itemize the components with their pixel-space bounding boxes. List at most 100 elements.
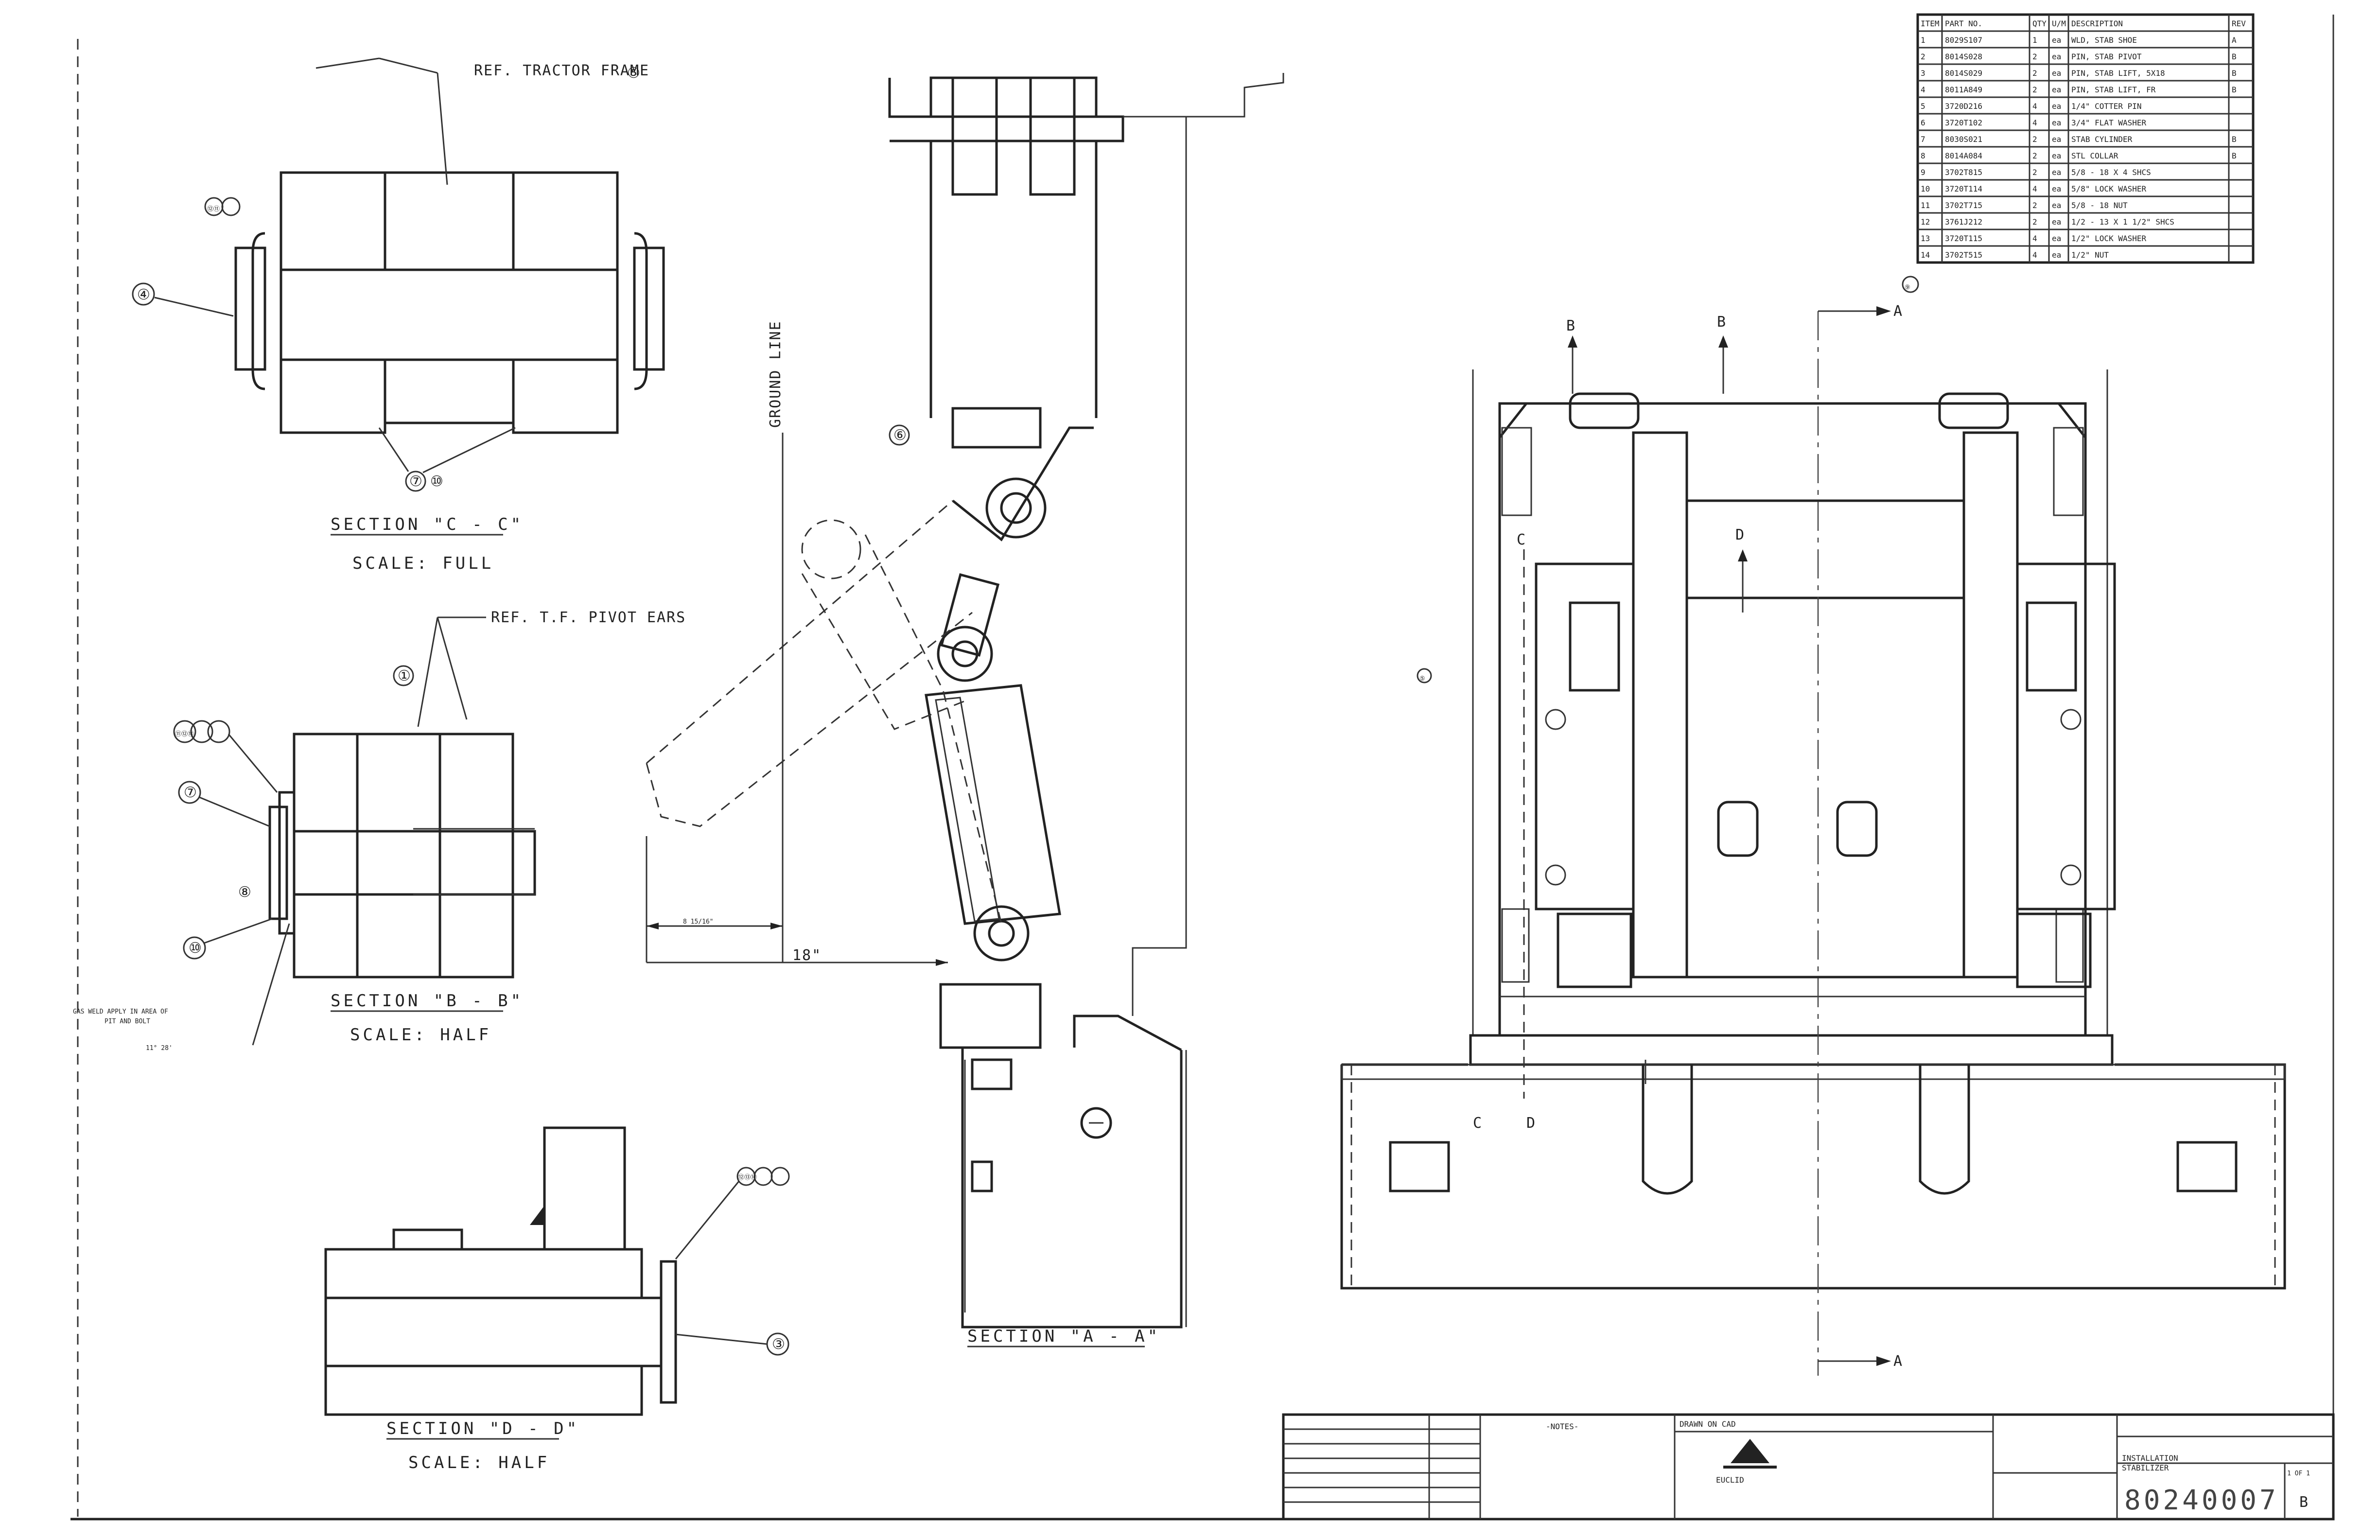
company-name: EUCLID <box>1716 1475 1744 1485</box>
drawing-number: 80240007 <box>2124 1485 2279 1516</box>
parts-list-cell: B <box>2232 85 2237 94</box>
section-a-a: GROUND LINE 8 15/16" 18" ⑥ SECTION "A - … <box>646 73 1284 1348</box>
parts-list-cell: 3/4" FLAT WASHER <box>2071 118 2146 127</box>
section-c-c: REF. TRACTOR FRAME ⑤ ⑫⑪ ④ ⑦ ⑩ SECTION "C… <box>132 57 665 573</box>
parts-list-cell: 3702T715 <box>1945 201 1982 210</box>
dim-8-15-16: 8 15/16" <box>683 918 714 926</box>
parts-list-cell: 4 <box>1921 85 1925 94</box>
section-d-scale: SCALE: HALF <box>408 1453 550 1472</box>
section-b-angle-dim: 11° 28' <box>146 1045 173 1052</box>
parts-list-cell: 1 <box>2032 35 2037 45</box>
section-c-callout-7: ⑦ <box>409 473 423 490</box>
parts-list-cell: ea <box>2052 102 2061 111</box>
parts-list-cell: 3 <box>1921 69 1925 78</box>
parts-list-cell: 2 <box>2032 151 2037 160</box>
drawn-on-cad-label: DRAWN ON CAD <box>1680 1419 1736 1429</box>
plan-marker-b-1: B <box>1566 317 1576 334</box>
parts-list-cell: 5/8 - 18 X 4 SHCS <box>2071 168 2151 177</box>
section-c-callout-10: ⑩ <box>430 473 444 490</box>
section-b-callout-7: ⑦ <box>184 784 198 801</box>
parts-list-cell: 13 <box>1921 234 1930 243</box>
section-c-callout-5: ⑤ <box>627 65 641 82</box>
parts-list-cell: 1/2" LOCK WASHER <box>2071 234 2146 243</box>
parts-list-cell: A <box>2232 35 2237 45</box>
parts-list-cell: 2 <box>2032 168 2037 177</box>
parts-list-cell: 3720T114 <box>1945 184 1982 193</box>
parts-list-cell: 8030S021 <box>1945 135 1982 144</box>
parts-list-header: ITEM <box>1921 19 1940 28</box>
sheet-border <box>70 15 2334 1521</box>
section-c-callout-12-11: ⑫⑪ <box>207 206 220 213</box>
parts-list-cell: 14 <box>1921 250 1930 260</box>
parts-list-cell: ea <box>2052 234 2061 243</box>
plan-marker-b-2: B <box>1717 314 1727 331</box>
plan-marker-d-1: D <box>1735 526 1745 543</box>
parts-list-cell: 1/4" COTTER PIN <box>2071 102 2142 111</box>
section-b-callout-8: ⑧ <box>238 884 252 901</box>
parts-list-cell: 1 <box>1921 35 1925 45</box>
parts-list-cell: STAB CYLINDER <box>2071 135 2133 144</box>
section-b-ref-label: REF. T.F. PIVOT EARS <box>491 609 686 626</box>
parts-list-header: U/M <box>2052 19 2066 28</box>
section-c-callout-4: ④ <box>137 286 151 303</box>
parts-list-cell: 3761J212 <box>1945 217 1982 227</box>
parts-list-cell: STL COLLAR <box>2071 151 2118 160</box>
parts-list-cell: 2 <box>2032 217 2037 227</box>
plan-marker-a-1: A <box>1893 303 1903 320</box>
section-d-d: ⑫⑬⑭ ③ SECTION "D - D" SCALE: HALF <box>324 1126 790 1472</box>
company-logo <box>1731 1439 1769 1463</box>
parts-list-cell: 12 <box>1921 217 1930 227</box>
parts-list-cell: ea <box>2052 35 2061 45</box>
section-c-ref-label: REF. TRACTOR FRAME <box>474 62 649 79</box>
parts-list-cell: PIN, STAB LIFT, FR <box>2071 85 2156 94</box>
parts-list-cell: 4 <box>2032 234 2037 243</box>
section-a-title: SECTION "A - A" <box>967 1327 1160 1346</box>
section-b-callout-1: ① <box>398 667 412 684</box>
plan-marker-a-2: A <box>1893 1353 1903 1370</box>
parts-list-cell: ea <box>2052 250 2061 260</box>
parts-list-cell: 2 <box>2032 69 2037 78</box>
parts-list-cell: ea <box>2052 52 2061 61</box>
parts-list-header: REV <box>2232 19 2246 28</box>
section-b-weld-note-2: PIT AND BOLT <box>105 1018 150 1025</box>
parts-list-cell: 1/2" NUT <box>2071 250 2109 260</box>
section-c-scale: SCALE: FULL <box>352 554 494 573</box>
parts-list-cell: 8014A084 <box>1945 151 1982 160</box>
parts-list-cell: B <box>2232 69 2237 78</box>
parts-list-cell: 2 <box>2032 85 2037 94</box>
parts-list-cell: WLD, STAB SHOE <box>2071 35 2137 45</box>
sheet-number: 1 OF 1 <box>2287 1470 2310 1477</box>
parts-list-cell: ea <box>2052 168 2061 177</box>
parts-list-cell: 4 <box>2032 118 2037 127</box>
parts-list-cell: 2 <box>2032 135 2037 144</box>
plan-callout-5: ⑤ <box>1419 675 1425 682</box>
parts-list-cell: PIN, STAB LIFT, 5X18 <box>2071 69 2165 78</box>
parts-list-cell: PIN, STAB PIVOT <box>2071 52 2142 61</box>
plan-marker-c-2: C <box>1473 1115 1483 1132</box>
parts-list-cell: 8014S029 <box>1945 69 1982 78</box>
parts-list-cell: 3720T115 <box>1945 234 1982 243</box>
title-block: -NOTES- DRAWN ON CAD EUCLID INSTALLATION… <box>1282 1413 2335 1521</box>
parts-list-cell: 5/8" LOCK WASHER <box>2071 184 2146 193</box>
parts-list-cell: B <box>2232 151 2237 160</box>
notes-label: -NOTES- <box>1546 1422 1578 1431</box>
parts-list-cell: 8 <box>1921 151 1925 160</box>
parts-list-cell: 8011A849 <box>1945 85 1982 94</box>
section-d-title: SECTION "D - D" <box>386 1419 579 1438</box>
parts-list-cell: B <box>2232 135 2237 144</box>
section-b-callout-10: ⑩ <box>189 940 203 957</box>
parts-list-cell: 2 <box>2032 201 2037 210</box>
parts-list-cell: ea <box>2052 217 2061 227</box>
parts-list-cell: 3702T815 <box>1945 168 1982 177</box>
parts-list-cell: 7 <box>1921 135 1925 144</box>
section-b-b: REF. T.F. PIVOT EARS ⑪⑫⑬ ⑦ ⑧ ⑩ ① GAS WEL… <box>73 609 686 1052</box>
parts-list-cell: 5/8 - 18 NUT <box>2071 201 2128 210</box>
parts-list-cell: 5 <box>1921 102 1925 111</box>
parts-list-cell: 10 <box>1921 184 1930 193</box>
parts-list-cell: 8029S107 <box>1945 35 1982 45</box>
plan-view: B B A A C C D D ⑤ ⑨ <box>1340 276 2286 1376</box>
parts-list-header: PART NO. <box>1945 19 1982 28</box>
parts-list-cell: ea <box>2052 135 2061 144</box>
